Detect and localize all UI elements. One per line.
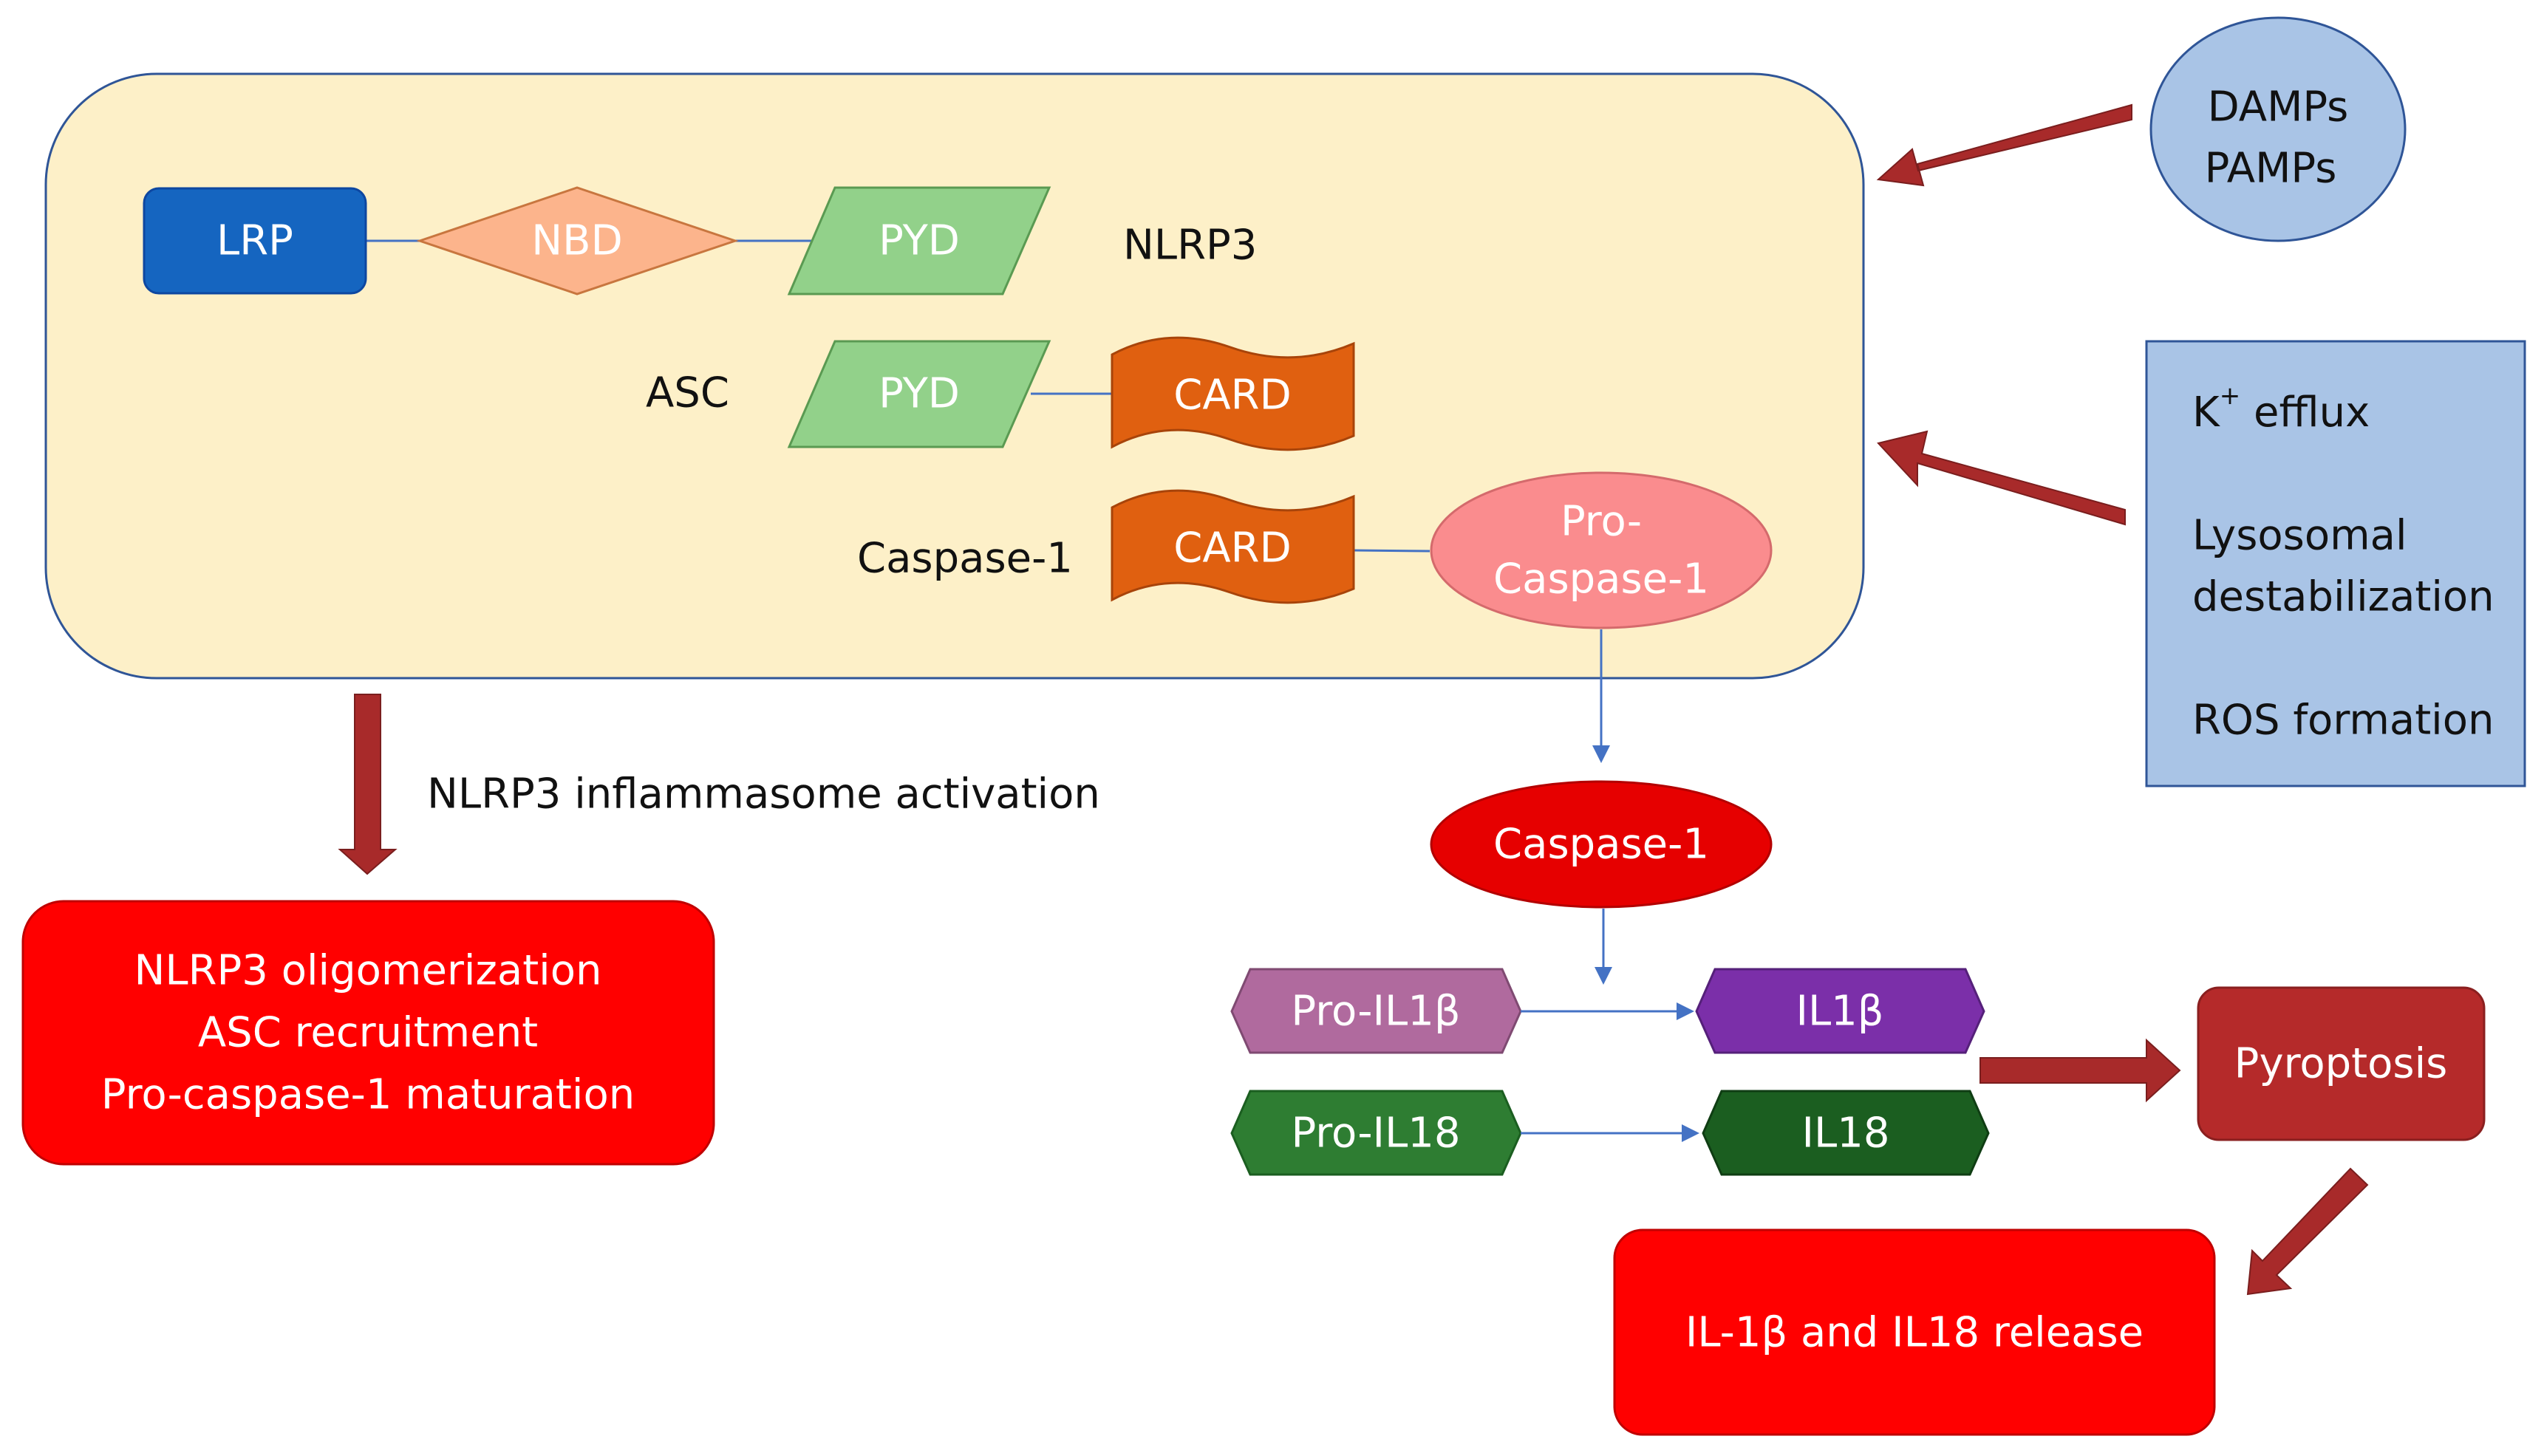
activation-down-arrow bbox=[338, 694, 398, 875]
cytokine-release-box bbox=[1613, 1228, 2216, 1436]
damps-label: DAMPs bbox=[2208, 83, 2349, 131]
activation-result-box bbox=[21, 900, 715, 1166]
il18-label: IL18 bbox=[1802, 1110, 1890, 1158]
pro-il1b-hexagon bbox=[1230, 968, 1522, 1054]
k-efflux-label: K+ efflux bbox=[2192, 381, 2370, 437]
caspase1-card-label: CARD bbox=[1173, 524, 1291, 573]
pyroptosis-to-release-arrow bbox=[2246, 1167, 2369, 1296]
pyroptosis-box bbox=[2197, 986, 2486, 1141]
caspase1-title: Caspase-1 bbox=[857, 535, 1073, 583]
card-procaspase-connector bbox=[1353, 549, 1430, 553]
pyroptosis-label: Pyroptosis bbox=[2234, 1040, 2448, 1088]
nbd-label: NBD bbox=[531, 217, 622, 265]
lysosomal-line2: destabilization bbox=[2192, 573, 2494, 621]
pro-il18-label: Pro-IL18 bbox=[1291, 1110, 1460, 1158]
damps-to-complex-arrow bbox=[1876, 103, 2132, 187]
nlrp3-pyd-parallelogram bbox=[787, 186, 1051, 295]
pro-caspase1-ellipse bbox=[1430, 471, 1773, 629]
pamps-label: PAMPs bbox=[2205, 145, 2337, 193]
cytokines-to-pyroptosis-arrow bbox=[1979, 1038, 2181, 1103]
cytokine-release-label: IL-1β and IL18 release bbox=[1685, 1309, 2144, 1357]
nlrp3-title: NLRP3 bbox=[1123, 222, 1257, 270]
lrp-box bbox=[143, 187, 367, 295]
ros-formation-label: ROS formation bbox=[2192, 697, 2494, 745]
asc-title: ASC bbox=[646, 369, 729, 417]
asc-card-label: CARD bbox=[1173, 372, 1291, 420]
caspase1-card-tape bbox=[1111, 489, 1355, 604]
asc-pyd-parallelogram bbox=[787, 340, 1051, 448]
asc-pyd-label: PYD bbox=[879, 370, 960, 418]
activation-arrow-label: NLRP3 inflammasome activation bbox=[427, 770, 1100, 818]
pro-il18-hexagon bbox=[1230, 1090, 1522, 1176]
cellular-stimuli-box bbox=[2145, 340, 2526, 787]
maturation-line: Pro-caspase-1 maturation bbox=[101, 1071, 635, 1119]
lrp-label: LRP bbox=[216, 217, 293, 265]
oligomerization-line: NLRP3 oligomerization bbox=[134, 947, 602, 995]
pro-caspase1-line2: Caspase-1 bbox=[1493, 556, 1709, 604]
caspase1-active-label: Caspase-1 bbox=[1493, 821, 1709, 869]
nbd-diamond bbox=[416, 186, 739, 295]
asc-recruitment-line: ASC recruitment bbox=[198, 1009, 538, 1057]
pro-il1b-label: Pro-IL1β bbox=[1291, 988, 1460, 1036]
stimuli-to-complex-arrow bbox=[1877, 430, 2126, 526]
damps-pamps-circle bbox=[2149, 16, 2407, 242]
nlrp3-pyd-label: PYD bbox=[879, 217, 960, 265]
il1b-hexagon bbox=[1695, 968, 1985, 1054]
caspase1-active-ellipse bbox=[1430, 780, 1773, 909]
lysosomal-line1: Lysosomal bbox=[2192, 512, 2407, 560]
il1b-label: IL1β bbox=[1796, 988, 1883, 1036]
il18-hexagon bbox=[1702, 1090, 1990, 1176]
pro-caspase1-line1: Pro- bbox=[1561, 498, 1642, 546]
asc-card-tape bbox=[1111, 336, 1355, 451]
